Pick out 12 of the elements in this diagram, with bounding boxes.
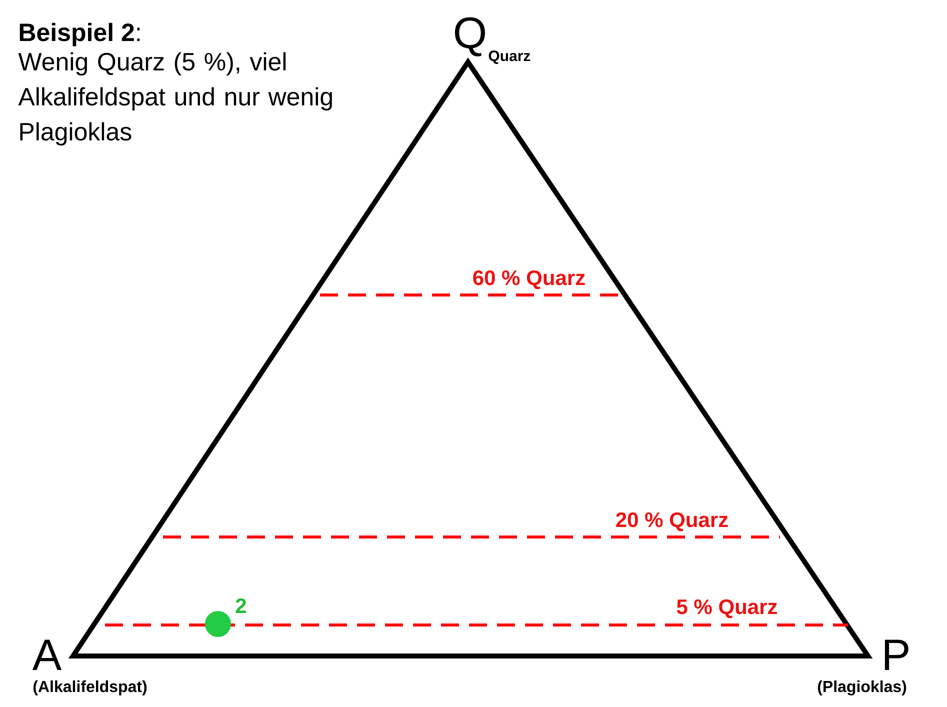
description: Wenig Quarz (5 %), viel Alkalifeldspat und nur wenig Plagioklas	[18, 52, 332, 146]
vertex-label: A	[32, 640, 62, 670]
vertex-label: P	[884, 640, 908, 670]
line-label: 20 % Quarz	[616, 512, 728, 532]
line-label: 5 % Quarz	[676, 599, 777, 618]
title: Beispiel 2:	[20, 22, 140, 46]
point-label: 2	[236, 598, 246, 613]
line-label: 60 % Quarz	[473, 270, 585, 290]
vertex-label: Q	[454, 17, 486, 56]
vertex-subscript: Quarz	[488, 50, 530, 64]
vertex-subscript: (Plagioklas)	[818, 680, 906, 696]
vertex-subscript: (Alkalifeldspat)	[33, 680, 147, 696]
